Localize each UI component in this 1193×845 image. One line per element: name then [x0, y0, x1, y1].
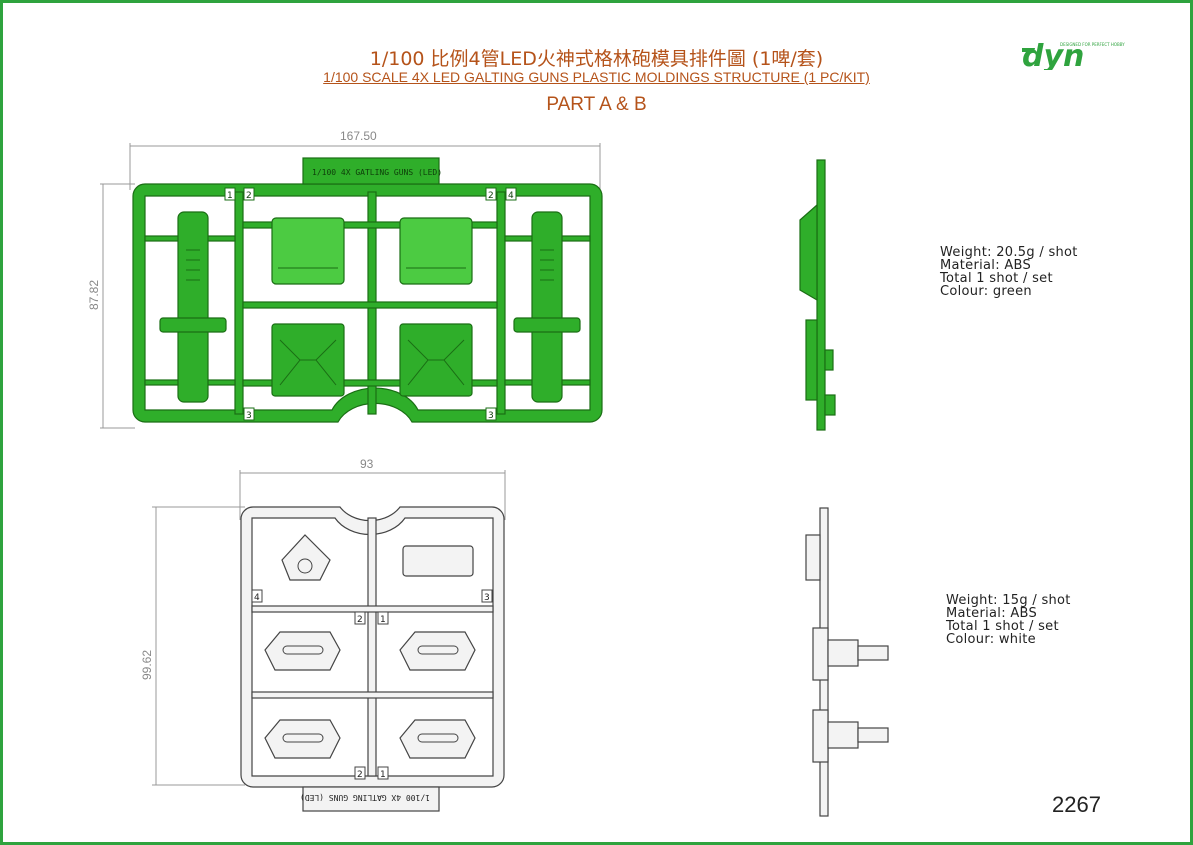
- part-a-width-dimension: [129, 143, 601, 190]
- logo-text: dyn: [1022, 40, 1084, 70]
- part-b-weight: Weight: 15g / shot: [946, 593, 1071, 608]
- part-b-number-3: 1: [380, 615, 386, 625]
- part-b-number-5: 2: [357, 770, 363, 780]
- part-b-height-label: 99.62: [140, 650, 154, 680]
- part-a-colour: Colour: green: [940, 284, 1032, 299]
- part-a-material: Material: ABS: [940, 258, 1032, 273]
- part-label: PART A & B: [546, 94, 647, 115]
- part-b-width-label: 93: [360, 457, 374, 471]
- dyn-logo: dyn: [1022, 40, 1084, 70]
- part-b-material: Material: ABS: [946, 606, 1038, 621]
- part-a-sprue: [132, 157, 603, 423]
- part-b-specs: Weight: 15g / shot Material: ABS Total 1…: [946, 594, 1071, 646]
- part-b-tag-text: 1/100 4X GATLING GUNS (LED): [300, 793, 430, 802]
- part-a-height-dimension: [100, 183, 135, 429]
- part-a-specs: Weight: 20.5g / shot Material: ABS Total…: [940, 246, 1078, 298]
- part-b-height-dimension: [152, 506, 245, 786]
- part-a-number-2: 2: [246, 191, 252, 201]
- part-a-height-label: 87.82: [87, 280, 101, 310]
- drawing-number: 2267: [1052, 792, 1101, 817]
- title-chinese: 1/100 比例4管LED火神式格林砲模具排件圖 (1啤/套): [369, 48, 824, 70]
- part-a-number-1: 1: [227, 191, 233, 201]
- part-a-total: Total 1 shot / set: [940, 271, 1053, 286]
- part-b-sprue: [240, 506, 505, 812]
- part-a-tag-text: 1/100 4X GATLING GUNS (LED): [312, 168, 442, 177]
- part-a-number-4: 4: [508, 191, 514, 201]
- part-b-number-4: 3: [484, 593, 490, 603]
- part-a-weight: Weight: 20.5g / shot: [940, 245, 1078, 260]
- part-b-total: Total 1 shot / set: [946, 619, 1059, 634]
- part-a-side-view: [799, 159, 836, 431]
- title-english-text: 1/100 SCALE 4X LED GALTING GUNS PLASTIC …: [323, 69, 870, 85]
- logo-tagline: DESIGNED FOR PERFECT HOBBY: [1060, 42, 1125, 47]
- part-b-colour: Colour: white: [946, 632, 1036, 647]
- part-b-width-dimension: [239, 470, 506, 520]
- part-a-width-label: 167.50: [340, 129, 377, 143]
- part-b-number-6: 1: [380, 770, 386, 780]
- part-b-gate-numbers: 4 2 1 3 2 1: [251, 589, 493, 780]
- part-a-number-6: 3: [488, 411, 494, 421]
- part-a-details: [186, 249, 554, 386]
- title-english: 1/100 SCALE 4X LED GALTING GUNS PLASTIC …: [0, 69, 1193, 85]
- part-b-number-2: 2: [357, 615, 363, 625]
- part-b-side-view: [805, 507, 889, 817]
- part-a-number-3: 2: [488, 191, 494, 201]
- part-b-number-1: 4: [254, 593, 260, 603]
- part-b-details: [282, 558, 459, 743]
- part-a-number-5: 3: [246, 411, 252, 421]
- part-a-gate-numbers: 1 2 2 4 3 3: [224, 187, 517, 421]
